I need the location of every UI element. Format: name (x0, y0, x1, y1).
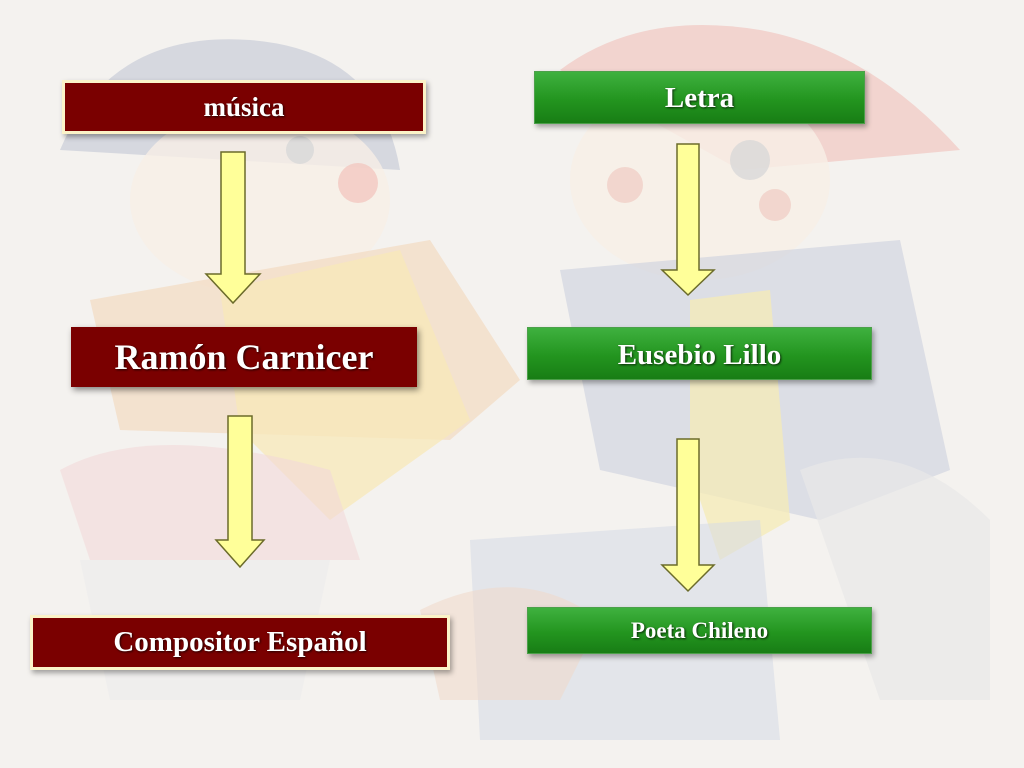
compositor-espanol-box: Compositor Español (30, 615, 450, 670)
arrow-down-icon (214, 415, 266, 569)
poeta-chileno-label: Poeta Chileno (630, 618, 769, 643)
musica-label: música (203, 91, 285, 122)
compositor-espanol-label: Compositor Español (113, 626, 367, 658)
eusebio-lillo-label: Eusebio Lillo (617, 339, 782, 371)
poeta-chileno-box: Poeta Chileno (527, 607, 872, 654)
letra-label: Letra (664, 82, 735, 114)
arrow-down-icon (204, 151, 262, 305)
ramon-carnicer-box: Ramón Carnicer (71, 327, 417, 387)
ramon-carnicer-label: Ramón Carnicer (114, 337, 374, 377)
letra-box: Letra (534, 71, 865, 124)
arrow-down-icon (660, 438, 716, 593)
arrow-down-icon (660, 143, 716, 297)
eusebio-lillo-box: Eusebio Lillo (527, 327, 872, 380)
musica-box: música (62, 80, 426, 134)
